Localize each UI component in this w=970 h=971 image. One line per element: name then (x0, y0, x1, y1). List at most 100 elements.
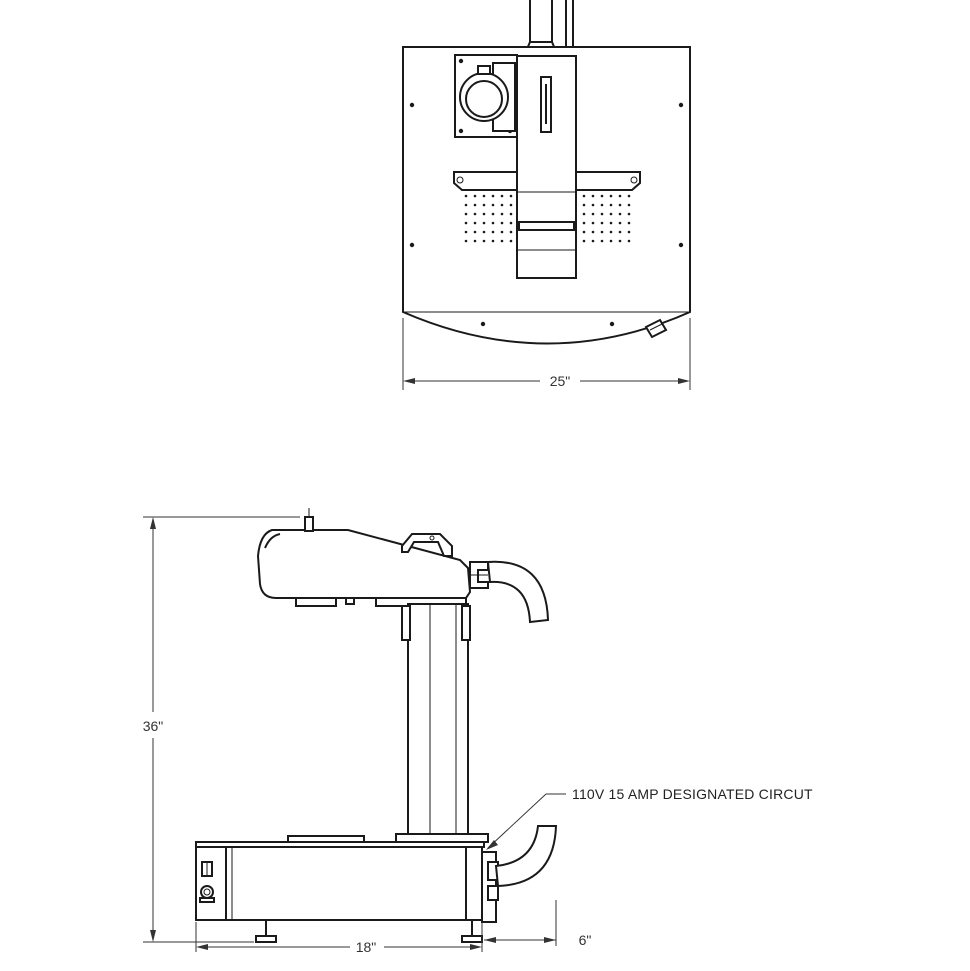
perforation-dot (500, 212, 504, 216)
perforation-dot (591, 203, 595, 207)
perforation-dot (500, 239, 504, 243)
side-view-laser-head (256, 508, 491, 607)
perforation-dot (627, 203, 631, 207)
perforation-dot (618, 230, 622, 234)
perforation-dot (600, 230, 604, 234)
perforation-dot (491, 230, 495, 234)
top-view-mounting-holes (409, 60, 684, 327)
perforation-dot (609, 194, 613, 198)
perforation-dot (464, 230, 468, 234)
perforation-dot (609, 239, 613, 243)
perforation-dot (500, 230, 504, 234)
perforation-dot (509, 194, 513, 198)
perforation-dot (464, 221, 468, 225)
perforation-dot (464, 194, 468, 198)
perforation-dot (591, 221, 595, 225)
perforation-dot (482, 194, 486, 198)
perforation-dot (618, 221, 622, 225)
side-view-front-buttons (199, 861, 215, 903)
perforation-dot (618, 239, 622, 243)
perforation-dot (609, 203, 613, 207)
perforation-dot (582, 230, 586, 234)
perforation-dot (591, 194, 595, 198)
perforation-dot (618, 194, 622, 198)
perforation-dot (491, 203, 495, 207)
side-view-base-top (195, 833, 489, 848)
top-view-width-dimension (402, 318, 691, 390)
perforation-dot (473, 194, 477, 198)
perforation-dot (627, 194, 631, 198)
perforation-dot (591, 239, 595, 243)
perforation-dot (600, 194, 604, 198)
perforation-dot (627, 221, 631, 225)
perforation-dot (509, 239, 513, 243)
perforation-dot (491, 239, 495, 243)
perforation-dot (482, 221, 486, 225)
perforation-dot (464, 203, 468, 207)
side-view-height-dimension (143, 516, 300, 943)
perforation-dot (582, 212, 586, 216)
side-view-depth-label: 18" (356, 939, 377, 955)
top-view-cross-rail (453, 171, 641, 191)
perforation-dot (491, 221, 495, 225)
top-view-galvo-plate (454, 54, 518, 138)
perforation-dot (627, 239, 631, 243)
top-view-perforation-right (582, 194, 631, 243)
perforation-dot (482, 203, 486, 207)
perforation-dot (600, 221, 604, 225)
top-view-laser-head (516, 55, 577, 279)
side-view-rear-connector (481, 851, 499, 923)
perforation-dot (591, 230, 595, 234)
top-view-perforation-left (464, 194, 513, 243)
perforation-dot (473, 230, 477, 234)
perforation-dot (509, 212, 513, 216)
perforation-dot (509, 221, 513, 225)
perforation-dot (509, 203, 513, 207)
side-view-lower-cable (494, 825, 558, 888)
top-view-width-label: 25" (550, 373, 571, 389)
side-view-depth-dimension (195, 922, 483, 952)
power-callout-text: 110V 15 AMP DESIGNATED CIRCUT (572, 786, 813, 802)
perforation-dot (500, 221, 504, 225)
perforation-dot (609, 230, 613, 234)
perforation-dot (600, 239, 604, 243)
top-view: 25" (402, 0, 691, 390)
power-callout-leader (486, 793, 566, 850)
side-view-offset-dimension (484, 900, 557, 946)
perforation-dot (473, 203, 477, 207)
side-view-base-cabinet (195, 846, 483, 921)
perforation-dot (609, 221, 613, 225)
perforation-dot (464, 212, 468, 216)
perforation-dot (473, 239, 477, 243)
perforation-dot (627, 230, 631, 234)
side-view-column (401, 603, 471, 839)
perforation-dot (627, 212, 631, 216)
perforation-dot (582, 221, 586, 225)
perforation-dot (464, 239, 468, 243)
perforation-dot (491, 194, 495, 198)
perforation-dot (473, 221, 477, 225)
perforation-dot (482, 212, 486, 216)
perforation-dot (618, 212, 622, 216)
perforation-dot (600, 203, 604, 207)
side-view-offset-label: 6" (579, 932, 592, 948)
top-view-side-fitting (644, 318, 668, 339)
perforation-dot (609, 212, 613, 216)
perforation-dot (582, 203, 586, 207)
perforation-dot (618, 203, 622, 207)
side-view-upper-cable (486, 560, 550, 624)
perforation-dot (509, 230, 513, 234)
perforation-dot (582, 194, 586, 198)
perforation-dot (500, 194, 504, 198)
perforation-dot (582, 239, 586, 243)
side-view-height-label: 36" (143, 718, 164, 734)
perforation-dot (600, 212, 604, 216)
side-view: 36" 18" 6" 110V 15 AMP DESIGNATED CIRCUT (143, 508, 813, 955)
perforation-dot (473, 212, 477, 216)
perforation-dot (482, 230, 486, 234)
perforation-dot (482, 239, 486, 243)
perforation-dot (500, 203, 504, 207)
perforation-dot (591, 212, 595, 216)
perforation-dot (491, 212, 495, 216)
